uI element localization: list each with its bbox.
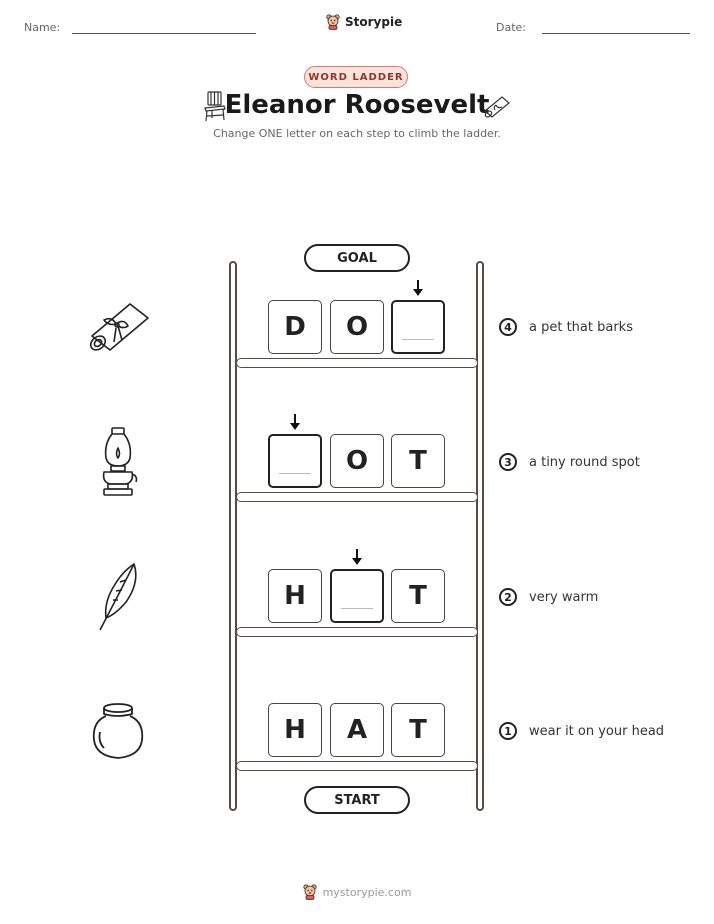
scroll-icon [484, 96, 510, 118]
letter-box: T [391, 703, 445, 757]
ink-pot-icon [92, 703, 144, 759]
quill-feather-icon [99, 563, 137, 631]
clue-text: very warm [529, 590, 599, 605]
brand-logo: Storypie [326, 14, 402, 30]
letter-box: T [391, 569, 445, 623]
goal-label: GOAL [304, 244, 410, 272]
footer: mystorypie.com [0, 884, 714, 900]
name-label: Name: [24, 21, 61, 34]
date-line[interactable] [542, 33, 690, 34]
instructions: Change ONE letter on each step to climb … [213, 127, 501, 140]
oil-lamp-icon [102, 427, 138, 496]
letter-input-box[interactable] [268, 434, 322, 488]
storypie-bear-icon [326, 14, 340, 30]
letter-box: H [268, 703, 322, 757]
start-label: START [304, 786, 410, 814]
letter-box: A [330, 703, 384, 757]
clue-number: 1 [499, 722, 517, 740]
clue-number: 2 [499, 588, 517, 606]
letter-box: H [268, 569, 322, 623]
clue-text: a pet that barks [529, 320, 633, 335]
letter-input-box[interactable] [391, 300, 445, 354]
page-title: Eleanor Roosevelt [224, 90, 490, 120]
date-label: Date: [496, 21, 526, 34]
letter-box: O [330, 300, 384, 354]
clue-number: 3 [499, 453, 517, 471]
word-ladder-badge: WORD LADDER [304, 66, 408, 88]
ladder-rung [236, 627, 478, 637]
ladder-rung [236, 358, 478, 368]
letter-box: T [391, 434, 445, 488]
ladder-right-rail [476, 261, 484, 811]
ladder-rung [236, 492, 478, 502]
letter-input-box[interactable] [330, 569, 384, 623]
letter-box: O [330, 434, 384, 488]
clue-text: a tiny round spot [529, 455, 640, 470]
clue-text: wear it on your head [529, 724, 665, 739]
scroll-icon [89, 303, 149, 351]
chair-icon [204, 91, 226, 122]
arrow-down-icon [352, 549, 362, 565]
storypie-bear-icon [302, 884, 317, 900]
clue-number: 4 [499, 318, 517, 336]
arrow-down-icon [290, 414, 300, 430]
name-line[interactable] [72, 33, 256, 34]
footer-url[interactable]: mystorypie.com [322, 885, 412, 899]
arrow-down-icon [413, 280, 423, 296]
letter-box: D [268, 300, 322, 354]
brand-name: Storypie [345, 15, 403, 29]
ladder-left-rail [229, 261, 237, 811]
ladder-rung [236, 761, 478, 771]
